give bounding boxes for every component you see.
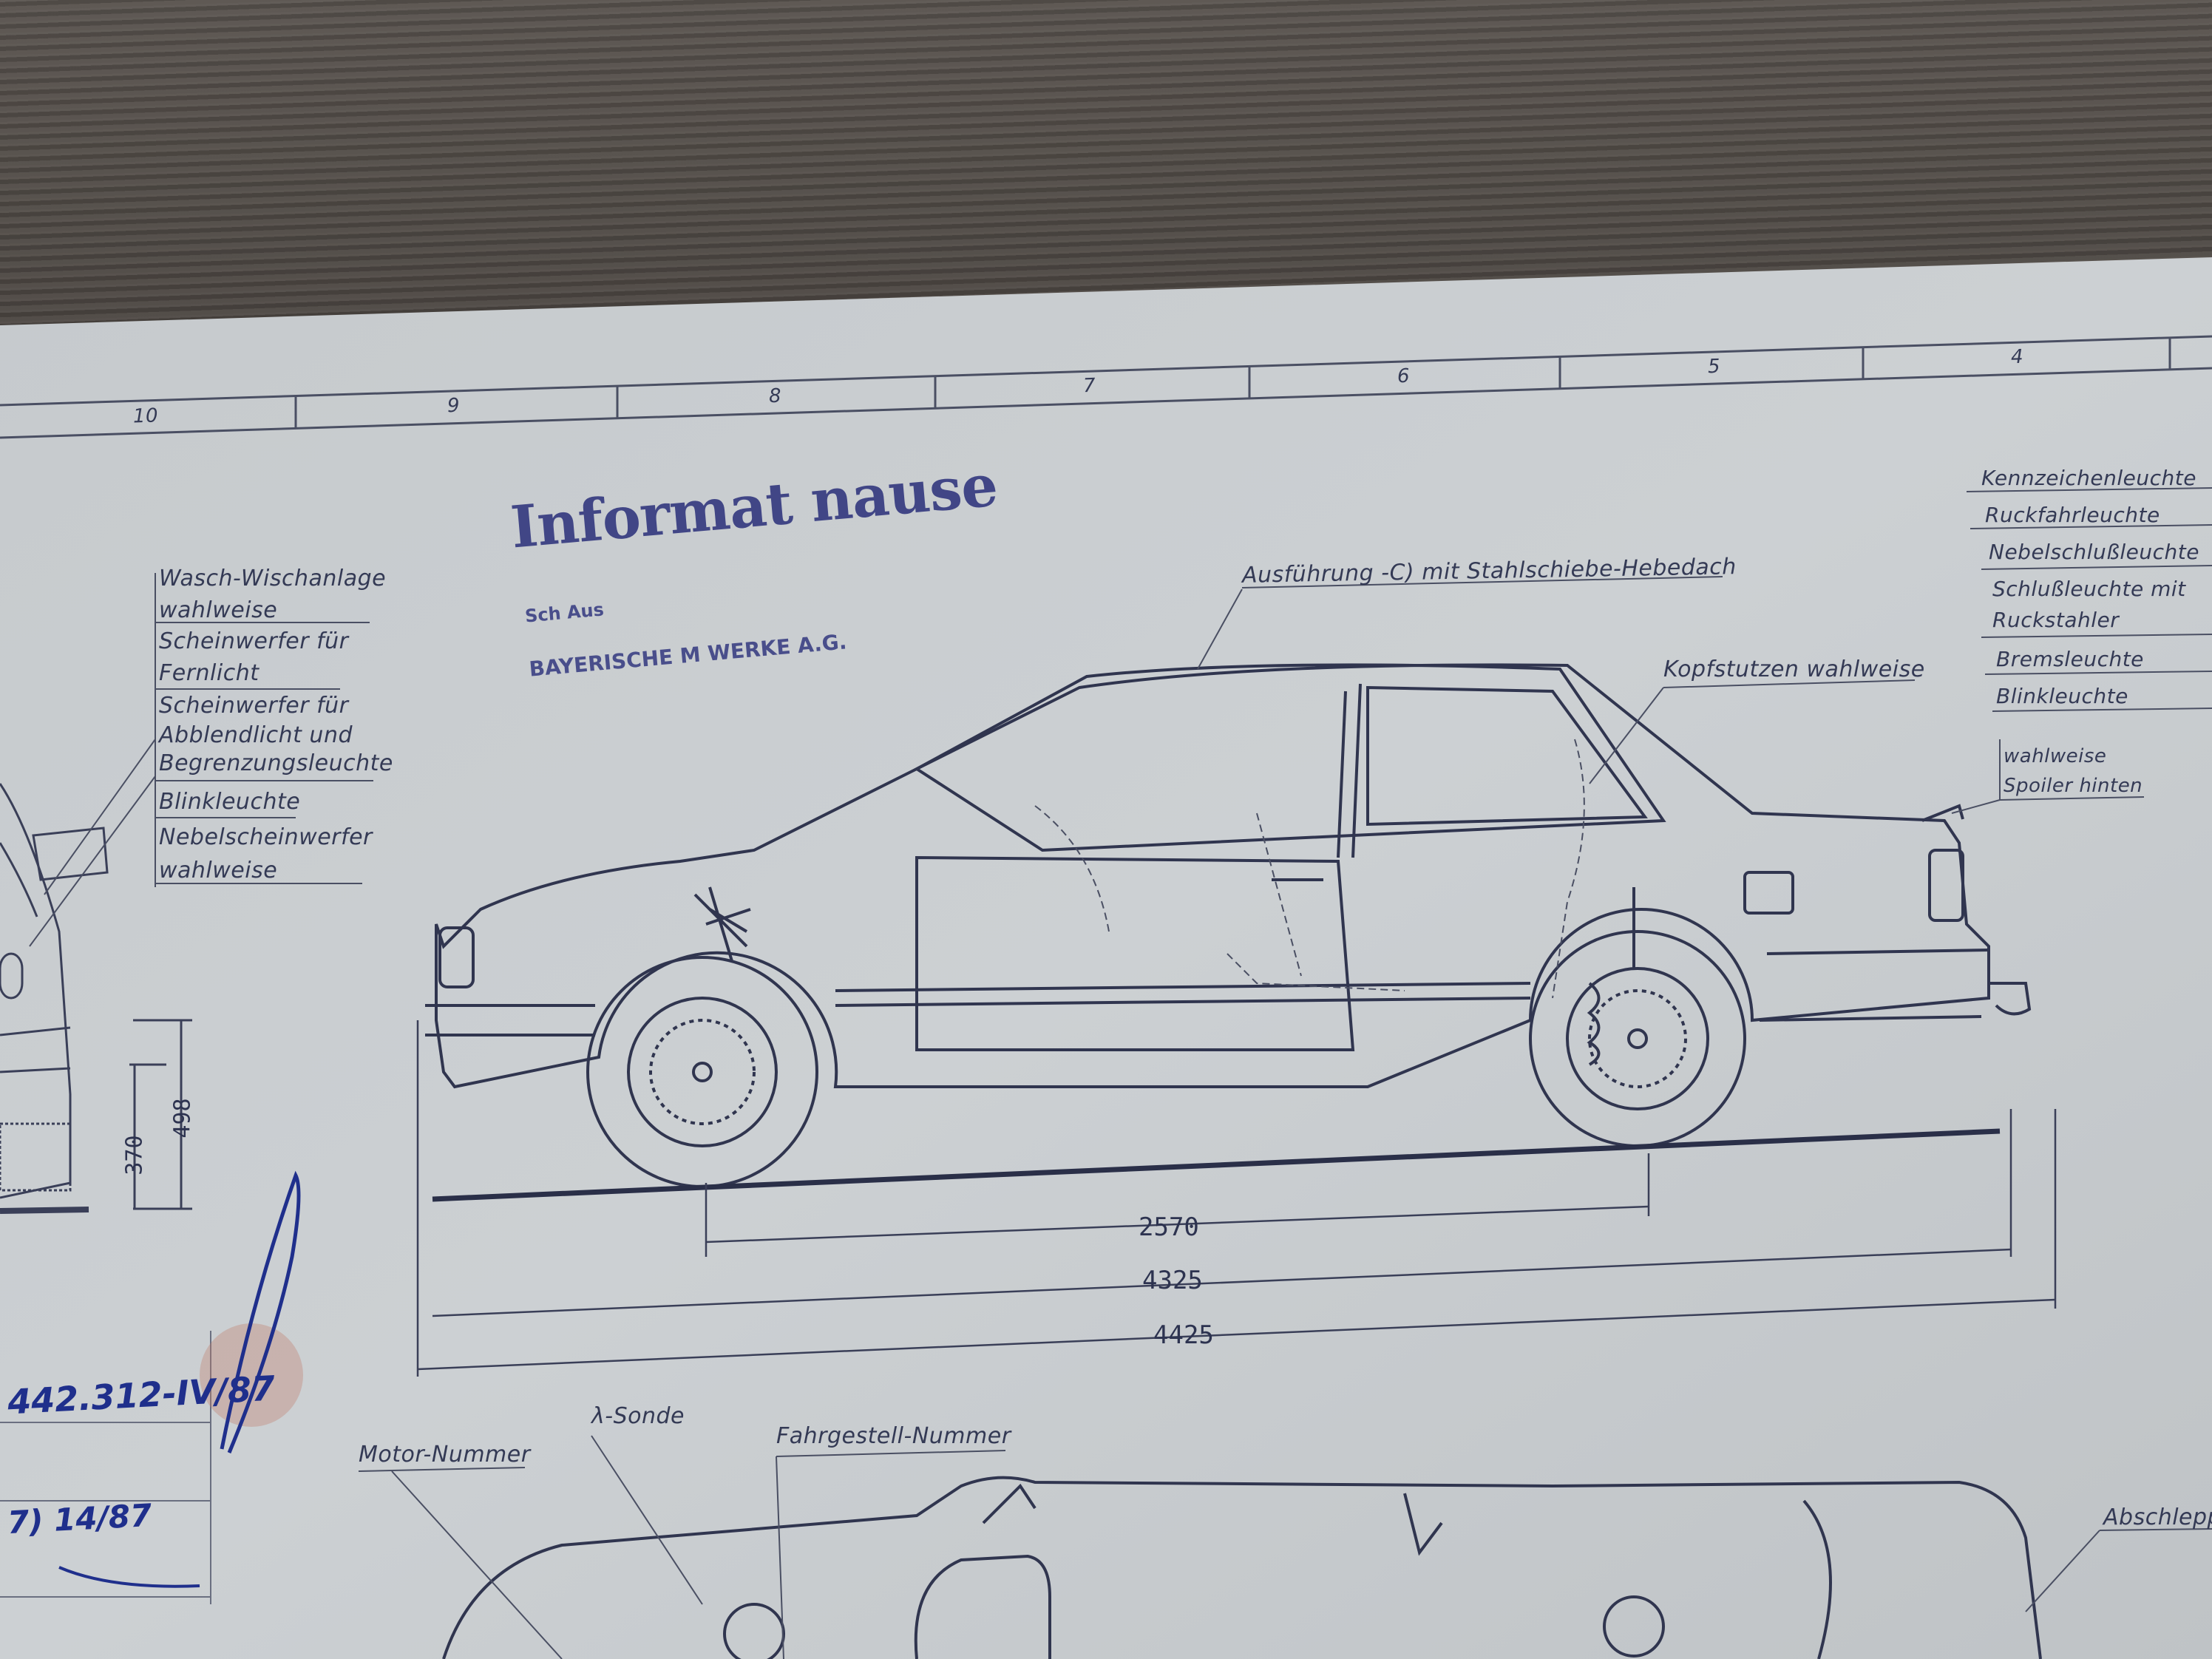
side-view-car [425, 663, 2032, 1089]
zone-number-8: 8 [768, 384, 782, 408]
front-view-car [0, 783, 192, 1214]
dim-height-b: 498 [169, 1098, 196, 1139]
label-plate-lamp: Kennzeichenleuchte [1981, 466, 2196, 490]
dim-length-total: 4425 [1153, 1320, 1214, 1350]
label-reversing-lamp: Ruckfahrleuchte [1985, 503, 2160, 527]
ground-line [432, 1128, 2001, 1202]
dim-length-body: 4325 [1142, 1266, 1203, 1295]
bottom-leader-lines [358, 1435, 2212, 1659]
label-lowbeam-2: Abblendlicht und [159, 722, 353, 748]
label-fog: Nebelscheinwerfer [159, 824, 373, 850]
label-lambda-sensor: λ-Sonde [591, 1403, 685, 1429]
label-spoiler-optional: wahlweise [2004, 745, 2107, 767]
label-fog-optional: wahlweise [159, 858, 278, 883]
label-brake-lamp: Bremsleuchte [1996, 647, 2144, 671]
label-rear-fog: Nebelschlußleuchte [1989, 540, 2199, 564]
label-highbeam-2: Fernlicht [159, 660, 259, 686]
label-towing: Abschlepp [2103, 1504, 2212, 1530]
label-rear-spoiler: Spoiler hinten [2004, 775, 2143, 797]
zone-number-10: 10 [132, 404, 159, 428]
label-wash-wipe: Wasch-Wischanlage [159, 566, 387, 591]
label-highbeam: Scheinwerfer für [159, 628, 349, 654]
label-indicator-front: Blinkleuchte [159, 789, 301, 815]
zone-number-9: 9 [447, 394, 461, 418]
rear-leader-lines [1197, 487, 2212, 814]
zone-number-7: 7 [1082, 374, 1096, 398]
label-chassis-number: Fahrgestell-Nummer [776, 1423, 1011, 1449]
handwritten-date: 7) 14/87 [6, 1496, 153, 1541]
title-block-lines [0, 1331, 211, 1604]
interior-cutaway [1034, 739, 1585, 999]
dimension-lines [416, 1020, 2057, 1377]
label-engine-number: Motor-Nummer [359, 1442, 531, 1468]
frame-border [0, 335, 2212, 439]
front-leader-lines [29, 573, 373, 947]
signature-stroke [220, 1170, 301, 1453]
label-lowbeam: Scheinwerfer für [159, 693, 349, 719]
dim-wheelbase: 2570 [1139, 1212, 1199, 1242]
red-seal [200, 1323, 303, 1427]
signature-stroke-2 [58, 1566, 200, 1588]
label-tail-lamp: Schlußleuchte mit [1992, 577, 2186, 601]
dim-height-a: 370 [121, 1135, 148, 1175]
paper-sheet [0, 257, 2212, 1659]
label-reflector: Ruckstahler [1992, 608, 2120, 632]
zone-number-4: 4 [2010, 345, 2024, 369]
top-view-car [442, 1476, 2042, 1659]
label-headrest: Kopfstutzen wahlweise [1663, 657, 1925, 682]
zone-number-6: 6 [1397, 364, 1411, 388]
zone-number-5: 5 [1707, 355, 1721, 379]
label-lowbeam-3: Begrenzungsleuchte [159, 750, 393, 776]
label-wash-wipe-optional: wahlweise [159, 597, 278, 623]
label-indicator-rear: Blinkleuchte [1996, 684, 2128, 708]
